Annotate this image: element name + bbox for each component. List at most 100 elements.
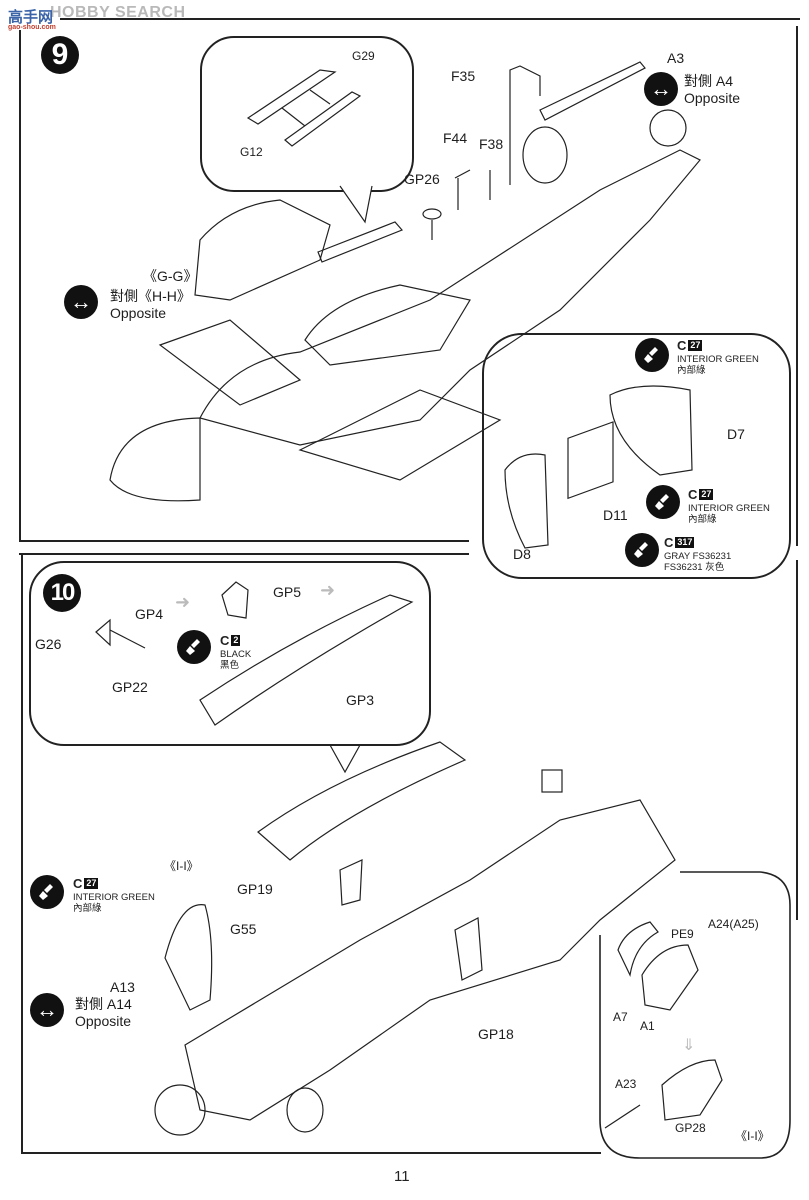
chin-turret-drawing <box>154 1084 206 1136</box>
part-g26-drawing <box>95 618 111 647</box>
part-g29-drawing <box>284 91 362 147</box>
opposite-a14-cn: 對側 A14 <box>75 996 132 1012</box>
label-g26: G26 <box>35 636 62 652</box>
label-d8: D8 <box>513 546 531 562</box>
part-a1-drawing <box>641 944 699 1011</box>
part-gp3-drawing <box>199 594 414 726</box>
watermark-logo-sub: gao-shou.com <box>8 24 56 31</box>
nose-cone-drawing <box>109 417 201 502</box>
watermark-logo: 高手网 gao-shou.com <box>8 6 66 32</box>
step10-frame-bottom <box>21 1152 601 1154</box>
exhaust-stack-drawing <box>541 769 563 793</box>
label-a24-a25: A24(A25) <box>708 917 759 931</box>
paint-brush-icon <box>30 875 64 909</box>
opposite-arrow-icon: ↔ <box>644 72 678 106</box>
right-wing-drawing <box>298 389 502 481</box>
part-gp18-drawing <box>454 917 483 981</box>
wheel-drawing <box>522 126 568 184</box>
paint-brush-icon <box>625 533 659 567</box>
step10-frame-top <box>19 553 469 555</box>
paint-number: 27 <box>699 489 714 500</box>
label-gp4: GP4 <box>135 606 164 622</box>
gg-panel-drawing <box>194 199 331 301</box>
section-label-gg: 《G-G》 <box>143 268 198 284</box>
label-gp3: GP3 <box>346 692 375 708</box>
part-gp19-drawing <box>339 859 363 906</box>
label-f44: F44 <box>443 130 468 146</box>
watermark-logo-cn: 高手网 <box>8 9 54 26</box>
rotor-hub-drawing <box>649 109 687 147</box>
paint-number: 317 <box>675 537 695 548</box>
paint-name: BLACK <box>220 648 252 660</box>
part-a7-drawing <box>617 921 659 977</box>
label-a1: A1 <box>640 1019 655 1033</box>
paint-name: INTERIOR GREEN <box>688 502 770 514</box>
step10-frame-right <box>796 560 798 920</box>
detail-label-ii: 《I-I》 <box>735 1129 770 1143</box>
opposite-a4-cn: 對側 A4 <box>684 73 734 89</box>
label-pe9: PE9 <box>671 927 694 941</box>
opposite-hh-note: 對側《H-H》 Opposite <box>110 288 191 322</box>
opposite-arrow-icon: ↔ <box>64 285 98 319</box>
step9-subassembly-callout <box>200 36 414 192</box>
paint-number: 27 <box>688 340 703 351</box>
paint-name-cn: 內部綠 <box>677 364 706 376</box>
left-wing-drawing <box>158 319 302 406</box>
section-label-ii: 《I-I》 <box>164 859 199 873</box>
paint-name-cn: FS36231 灰色 <box>664 561 725 573</box>
paint-code: C <box>688 487 698 502</box>
label-g29: G29 <box>352 49 375 63</box>
label-gp19: GP19 <box>237 881 273 897</box>
rail-drawing <box>317 221 404 263</box>
paint-brush-icon <box>646 485 680 519</box>
part-gp26-drawing <box>422 208 442 220</box>
fuselage-10-drawing <box>184 799 676 1121</box>
opposite-a4-en: Opposite <box>684 89 741 106</box>
label-gp18: GP18 <box>478 1026 514 1042</box>
part-g12-drawing <box>246 69 337 125</box>
part-gp5-drawing <box>221 581 249 619</box>
opposite-hh-cn: 對側《H-H》 <box>110 288 191 304</box>
label-f38: F38 <box>479 136 504 152</box>
paint-name-cn: 黑色 <box>220 659 240 671</box>
step9-frame-right <box>796 26 798 546</box>
step-10-number: 10 <box>50 579 76 606</box>
opposite-a14-en: Opposite <box>75 1012 132 1029</box>
watermark-text: HOBBY SEARCH <box>50 4 186 21</box>
opposite-a4-note: 對側 A4 Opposite <box>684 73 740 107</box>
part-f35-drawing <box>509 65 541 96</box>
canopy-roof-drawing <box>257 741 467 861</box>
paint-name: INTERIOR GREEN <box>73 891 155 903</box>
part-d7-drawing <box>609 385 693 476</box>
down-arrow-icon: ⇓ <box>682 1037 696 1054</box>
opposite-hh-en: Opposite <box>110 304 167 321</box>
step10-subassembly-callout <box>29 561 431 746</box>
label-g12: G12 <box>240 145 263 159</box>
part-a3-drawing <box>539 61 646 121</box>
next-arrow-icon: ➜ <box>175 592 191 612</box>
label-gp28: GP28 <box>675 1121 706 1135</box>
fuselage-drawing <box>199 149 701 446</box>
step10-frame-left <box>21 553 23 1153</box>
step10-ii-detail-callout <box>599 871 791 1159</box>
label-d7: D7 <box>727 426 745 442</box>
label-a3: A3 <box>667 50 685 66</box>
paint-code: C <box>664 535 674 550</box>
paint-name: GRAY FS36231 <box>664 550 732 562</box>
next-arrow-icon: ➜ <box>320 580 336 600</box>
paint-number: 27 <box>84 878 99 889</box>
ii-assembly-drawing <box>661 1059 723 1121</box>
paint-brush-icon <box>635 338 669 372</box>
label-a23: A23 <box>615 1077 637 1091</box>
nose-section-drawing <box>164 904 213 1011</box>
step9-frame-top <box>60 18 800 20</box>
label-a13: A13 <box>110 979 135 995</box>
paint-name: INTERIOR GREEN <box>677 353 759 365</box>
paint-code: C <box>677 338 687 353</box>
